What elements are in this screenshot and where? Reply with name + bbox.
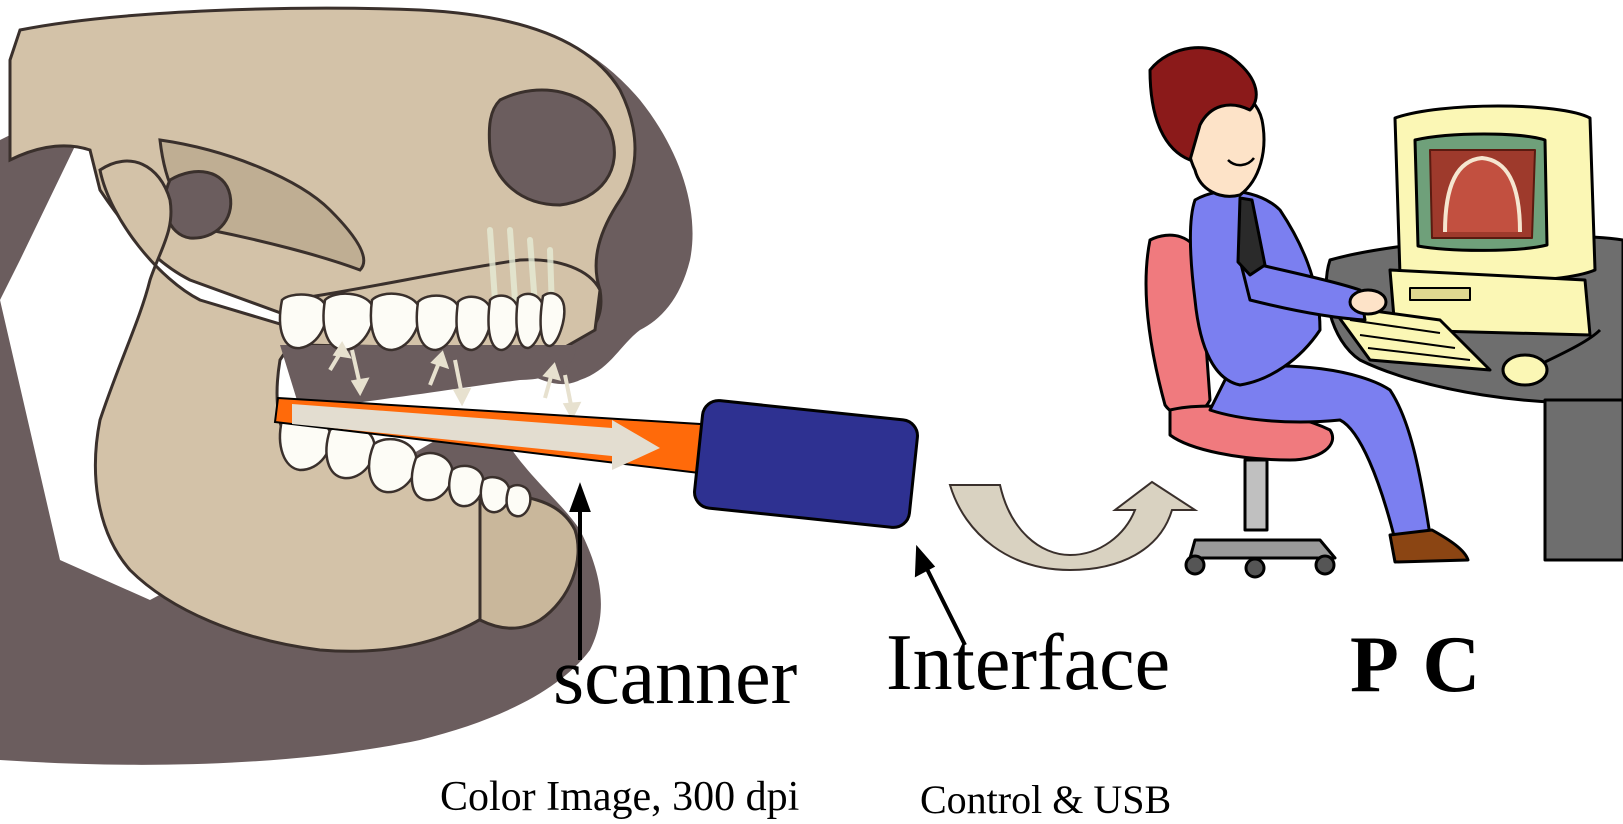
interface-spec-label: Control & USB [920, 775, 1171, 824]
scanner-spec-label: Color Image, 300 dpi [440, 772, 799, 822]
interface-label: Interface [886, 618, 1170, 708]
scanner-label: scanner [553, 632, 797, 722]
pc-label: P C [1350, 620, 1484, 710]
